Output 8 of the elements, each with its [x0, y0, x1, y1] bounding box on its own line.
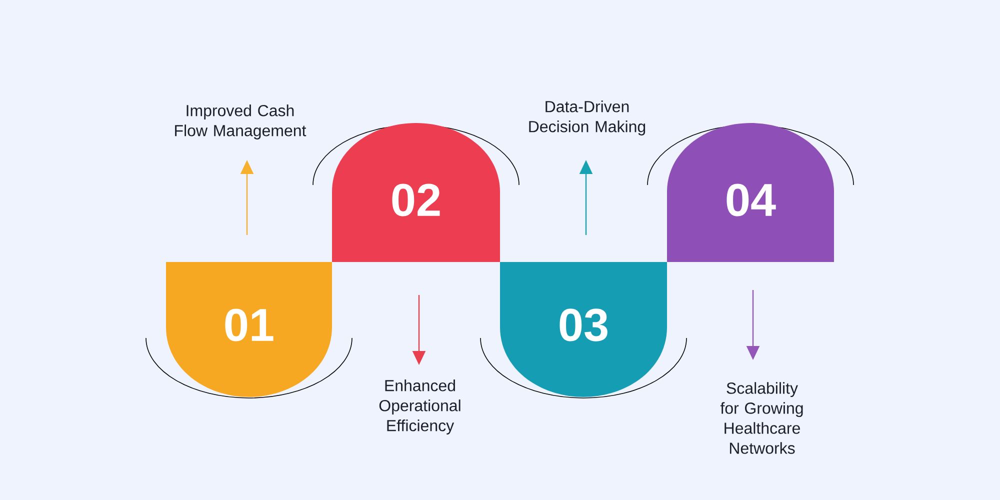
step-label: Improved Cash Flow Management — [175, 104, 306, 140]
step-label: Data-Driven Decision Making — [529, 100, 646, 136]
number-tab: 04 — [667, 123, 834, 262]
step-label: Scalability for Growing Healthcare Networks — [720, 382, 803, 454]
number-tab: 01 — [166, 262, 332, 397]
number-tab: 02 — [332, 123, 500, 262]
number-tab: 03 — [500, 262, 667, 397]
step-label: Enhanced Operational Efficiency — [379, 380, 460, 434]
